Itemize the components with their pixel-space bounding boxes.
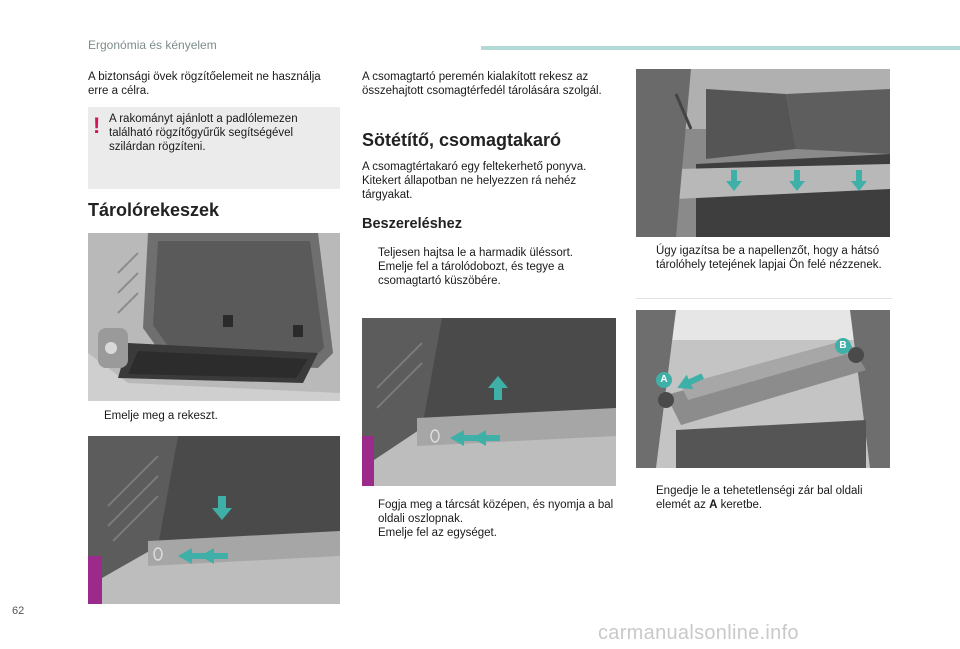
watermark: carmanualsonline.info — [598, 622, 799, 644]
bullet-list-align: Úgy igazítsa be a napellenzőt, hogy a há… — [640, 244, 895, 272]
page-number: 62 — [12, 605, 25, 617]
section-header: Ergonómia és kényelem — [88, 38, 217, 52]
list-item: Úgy igazítsa be a napellenzőt, hogy a há… — [640, 244, 895, 272]
bullet-list-reel: Engedje le a tehetetlenségi zár bal olda… — [640, 484, 895, 512]
bullet-text: Teljesen hajtsa le a harmadik üléssort. — [378, 247, 573, 259]
bullet-text: Emelje fel az egységet. — [378, 527, 497, 539]
callout-b-badge: B — [835, 338, 851, 354]
photo-cover-alignment — [636, 69, 890, 237]
storage-intro-text: A biztonsági övek rögzítőelemeit ne hasz… — [88, 71, 321, 97]
bullet-text: Emelje fel a tárolódobozt, és tegye a cs… — [378, 261, 565, 287]
cover-description-text: A csomagtértakaró egy feltekerhető ponyv… — [362, 161, 587, 201]
list-item: Emelje fel az egységet. — [362, 526, 620, 540]
list-item: Fogja meg a tárcsát középen, és nyomja a… — [362, 498, 620, 526]
bullet-list-install-b: Fogja meg a tárcsát középen, és nyomja a… — [362, 498, 620, 540]
header-accent-bar — [481, 46, 960, 50]
heading-storage: Tárolórekeszek — [88, 200, 220, 220]
callout-a-badge: A — [656, 372, 672, 388]
photo-grip-wheel — [362, 318, 616, 486]
bullet-text-end: keretbe. — [717, 499, 763, 511]
heading-installation: Beszereléshez — [362, 216, 462, 232]
bullet-list-install-a: Teljesen hajtsa le a harmadik üléssort. … — [362, 246, 620, 288]
list-item: Emelje fel a tárolódobozt, és tegye a cs… — [362, 260, 620, 288]
bullet-text-start: Engedje le a tehetetlenségi zár bal olda… — [656, 485, 863, 511]
list-item: Teljesen hajtsa le a harmadik üléssort. — [362, 246, 620, 260]
divider — [636, 298, 892, 299]
warning-note-box — [88, 107, 340, 189]
photo-inertia-reel: A B — [636, 310, 890, 468]
heading-sunshade-cover: Sötétítő, csomagtakaró — [362, 130, 562, 150]
bullet-bold-label: A — [709, 499, 718, 511]
list-item: Emelje meg a rekeszt. — [88, 409, 343, 423]
photo-storage-compartment — [88, 233, 340, 401]
photo-lift-compartment — [88, 436, 340, 604]
list-item: Engedje le a tehetetlenségi zár bal olda… — [640, 484, 895, 512]
bullet-text: Úgy igazítsa be a napellenzőt, hogy a há… — [656, 245, 882, 271]
warning-note-text: A rakományt ajánlott a padlólemezen talá… — [109, 113, 298, 153]
storage-rim-text: A csomagtartó peremén kialakított rekesz… — [362, 71, 602, 97]
bullet-text: Fogja meg a tárcsát középen, és nyomja a… — [378, 499, 614, 525]
warning-icon: ! — [93, 113, 101, 138]
bullet-list-storage: Emelje meg a rekeszt. — [88, 409, 343, 423]
bullet-text: Emelje meg a rekeszt. — [104, 410, 218, 422]
